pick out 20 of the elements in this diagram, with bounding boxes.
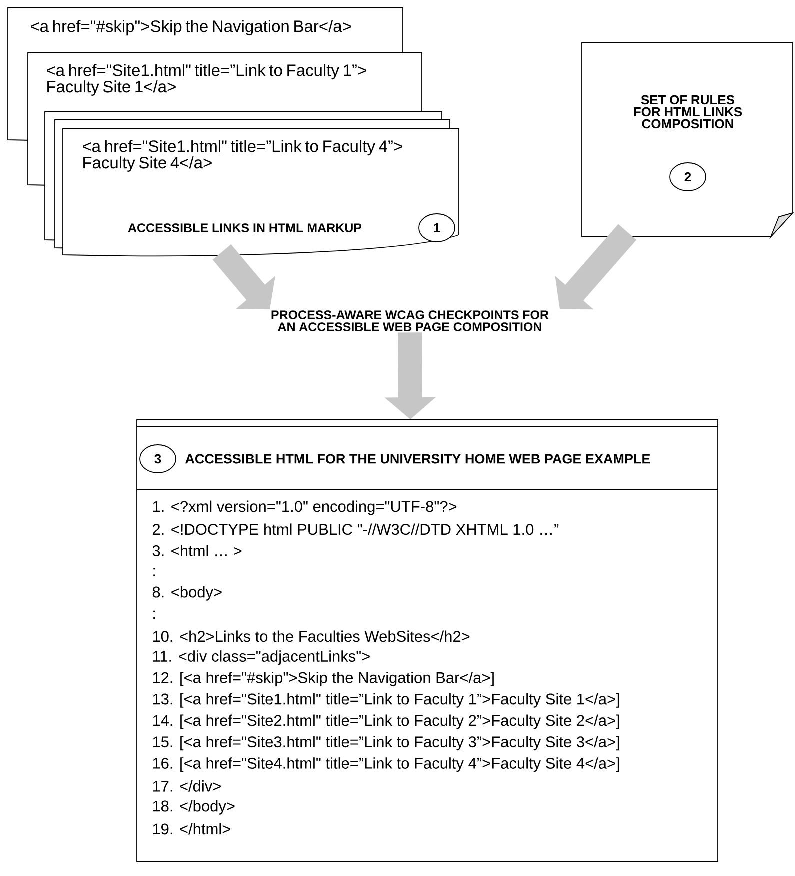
code-line: :: [154, 610, 156, 620]
code-line: 12. [<a href="#skip">Skip the Navigation Bar</a>]: [153, 672, 494, 686]
code-line: 16. [<a href="Site4.html" title=”Link to Faculty 4”>Faculty Site 4</a>]: [153, 758, 620, 772]
code-line: 13. [<a href="Site1.html" title=”Link to Faculty 1”>Faculty Site 1</a>]: [153, 693, 620, 708]
code-line: :: [154, 568, 156, 576]
code-line: 14. [<a href="Site2.html" title=”Link to Faculty 2”>Faculty Site 2</a>]: [153, 714, 620, 730]
code-line: 18. </body>: [153, 800, 235, 815]
code-line: 17. </div>: [153, 780, 221, 792]
code-line: 15. [<a href="Site3.html" title=”Link to Faculty 3”>Faculty Site 3</a>]: [153, 736, 620, 751]
code-line: 10. <h2>Links to the Faculties WebSites</h2>: [153, 630, 470, 642]
code-line: 2. <!DOCTYPE html PUBLIC "-//W3C//DTD XHTML 1.0 …”: [152, 524, 559, 536]
code-line: 19. </html>: [153, 823, 230, 835]
panel-heading: ACCESSIBLE HTML FOR THE UNIVERSITY HOME WEB PAGE EXAMPLE: [186, 454, 650, 464]
code-panel: [136, 420, 718, 862]
code-line: 11. <div class="adjacentLinks">: [153, 650, 370, 666]
process-label: PROCESS-AWARE WCAG CHECKPOINTS FOR AN ACCESSIBLE WEB PAGE COMPOSITION: [272, 310, 549, 332]
code-line: 1. <?xml version="1.0" encoding="UTF-8"?>: [153, 500, 457, 516]
code-line: 8. <body>: [152, 586, 222, 601]
block-arrow: [212, 244, 276, 310]
code-line: 3. <html … >: [152, 545, 242, 556]
